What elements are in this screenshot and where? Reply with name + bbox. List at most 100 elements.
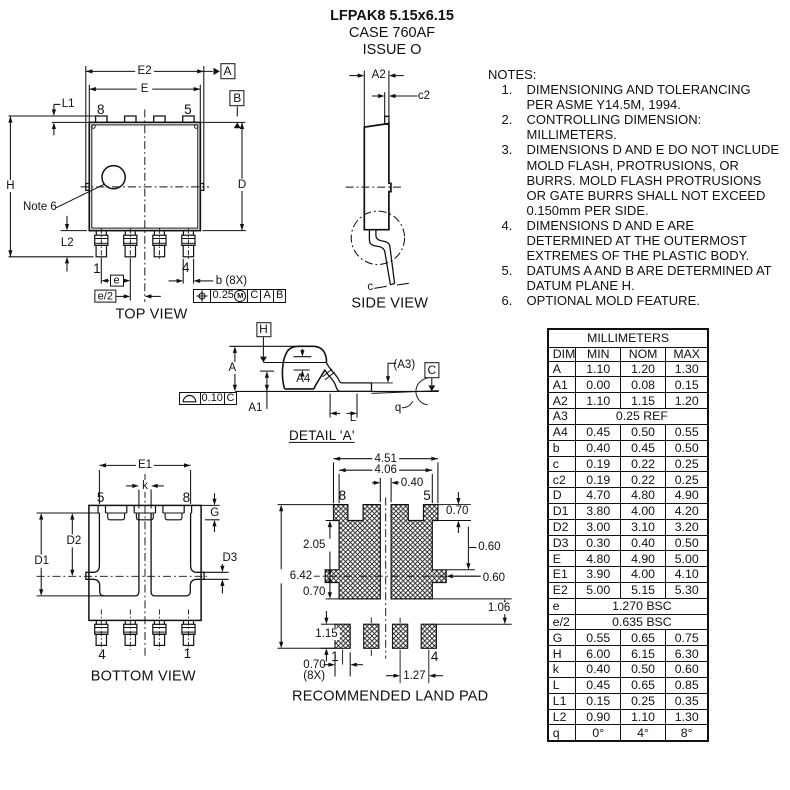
cell-dim: q [547, 724, 577, 742]
mmc-modifier-icon: M [234, 290, 247, 302]
pin-5-bottom: 5 [96, 489, 105, 505]
dim-k: k [140, 479, 150, 492]
cell-nom: 6.15 [620, 645, 666, 663]
cell-min: 5.00 [575, 582, 622, 599]
cell-max: 6.30 [664, 645, 709, 663]
view-title-landpad: RECOMMENDED LAND PAD [292, 688, 489, 705]
cell-max: 8° [664, 724, 709, 742]
cell-dim: A2 [547, 392, 577, 410]
note-line: DIMENSIONS D AND E DO NOT INCLUDE [526, 142, 780, 158]
cell-min: 0.00 [575, 376, 622, 394]
fcf2-datum: C [223, 393, 237, 405]
cell-max: 0.50 [664, 534, 709, 552]
note-line: EXTREMES OF THE PLASTIC BODY. [526, 248, 750, 264]
cell-dim: L1 [547, 692, 577, 710]
fcf-datum-2: A [260, 290, 273, 302]
cell-max: 0.25 [664, 455, 709, 473]
note-line: 0.150mm PER SIDE. [526, 202, 649, 218]
cell-nom: 4.90 [620, 550, 666, 568]
lp-8x: (8X) [303, 669, 326, 682]
lp-127: 1.27 [403, 669, 426, 682]
cell-max: 0.25 [664, 471, 709, 489]
cell-min: 0.45 [575, 676, 622, 694]
note-text: CONTROLLING DIMENSION:MILLIMETERS. [527, 112, 785, 142]
cell-max: 3.20 [664, 518, 709, 536]
lp-070left: 0.70 [303, 585, 326, 598]
datum-h-box: H [255, 321, 272, 338]
dim-a4: A4 [296, 372, 311, 385]
datum-b-box: B [229, 90, 245, 106]
view-title-bottom: BOTTOM VIEW [90, 667, 196, 684]
pin-5-top: 5 [184, 101, 192, 117]
cell-nom: 0.22 [620, 471, 666, 489]
note-number: 2. [501, 112, 513, 128]
note-line: DETERMINED AT THE OUTERMOST [526, 233, 747, 249]
case-number: CASE 760AF [348, 24, 436, 41]
col-header-dim: DIM [547, 346, 577, 362]
datum-c-box-label: C [427, 363, 437, 378]
cell-min: 3.80 [575, 502, 622, 520]
datum-b-box-label: B [233, 91, 242, 106]
note-line: DATUM PLANE H. [526, 278, 635, 294]
dim-c2: c2 [417, 89, 431, 102]
cell-span: 0.25 REF [575, 408, 709, 425]
cell-nom: 1.20 [620, 360, 666, 378]
cell-dim: L [547, 676, 577, 694]
cell-max: 0.50 [664, 439, 709, 457]
note-number: 5. [501, 263, 513, 279]
cell-min: 1.10 [575, 392, 622, 410]
col-header-nom: NOM [620, 346, 666, 362]
dim-e-box: e [109, 274, 124, 288]
dim-d1: D1 [32, 555, 52, 568]
table-title: MILLIMETERS [547, 328, 709, 348]
cell-nom: 0.50 [620, 661, 666, 678]
cell-min: 0.40 [575, 661, 622, 678]
dim-e: E [138, 83, 151, 96]
cell-min: 0.55 [575, 629, 622, 647]
note-number: 6. [501, 293, 513, 309]
cell-max: 5.30 [664, 582, 709, 599]
cell-span: 1.270 BSC [575, 597, 709, 615]
cell-nom: 0.08 [620, 376, 666, 394]
cell-min: 0° [575, 724, 622, 742]
pin-8-bottom: 8 [182, 489, 191, 505]
cell-min: 0.19 [575, 455, 622, 473]
dim-e2: E2 [135, 65, 154, 78]
pin-1-bottom: 1 [183, 646, 192, 662]
cell-nom: 5.15 [620, 582, 666, 599]
dim-d2: D2 [64, 534, 84, 547]
cell-nom: 0.25 [620, 692, 666, 710]
cell-max: 0.15 [664, 376, 709, 394]
cell-nom: 0.65 [620, 629, 666, 647]
lp-115: 1.15 [313, 627, 340, 640]
cell-min: 6.00 [575, 645, 622, 663]
top-view-lines [8, 66, 246, 302]
pin-1-top: 1 [93, 260, 101, 276]
cell-min: 3.00 [575, 518, 622, 536]
note-number: 3. [501, 142, 513, 158]
cell-max: 0.85 [664, 676, 709, 694]
lp-205: 2.05 [303, 539, 326, 552]
cell-min: 0.19 [575, 471, 622, 489]
cell-nom: 1.15 [620, 392, 666, 410]
